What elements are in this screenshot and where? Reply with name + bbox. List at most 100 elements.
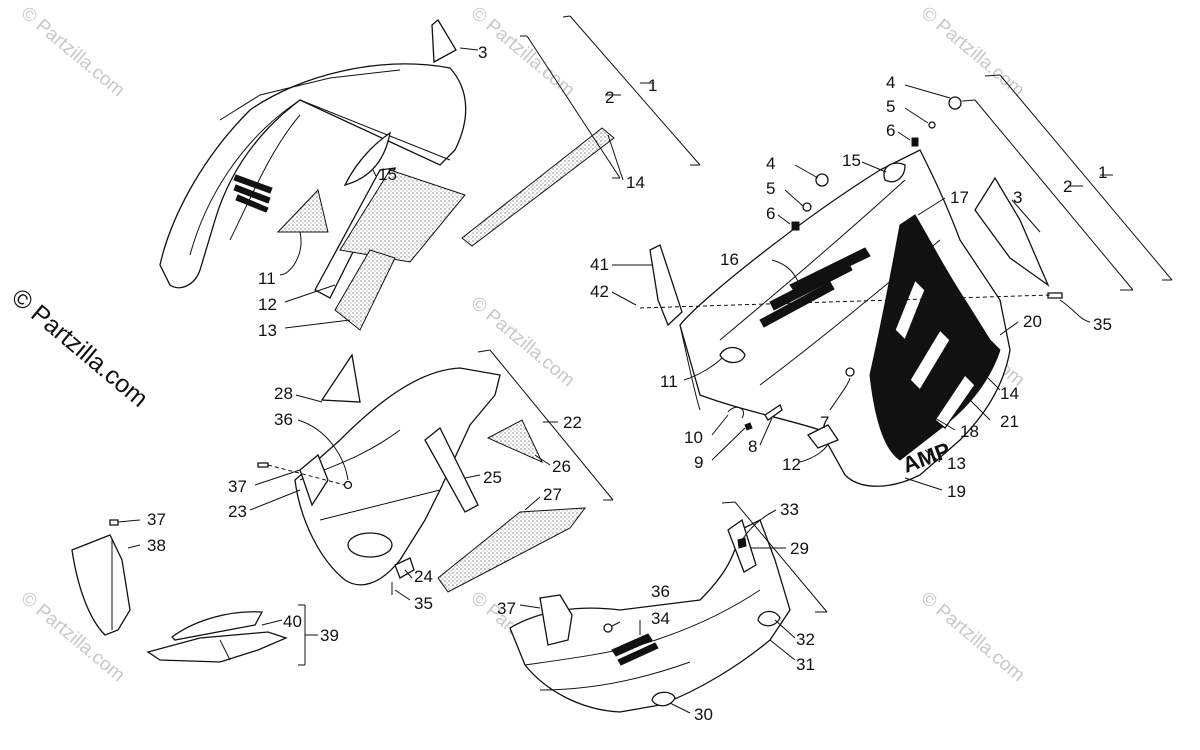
part-24-bracket	[394, 557, 415, 579]
part-15-tab	[883, 162, 906, 183]
part-10-clip	[727, 406, 744, 419]
callout-label: 1	[648, 76, 657, 95]
callout-label: 40	[283, 612, 302, 631]
part-4-fastener-mid	[815, 173, 829, 187]
watermark-tile: © Partzilla.com	[17, 3, 129, 101]
callout-label: 13	[258, 321, 277, 340]
part-4-fastener	[948, 96, 962, 110]
watermark-side: © Partzilla.com	[6, 283, 153, 413]
callout-labels: 3 2 1 15 14 11 12 13 4 5 6 4 5 6 15 17 3…	[147, 43, 1112, 724]
part-39-plate	[146, 631, 288, 663]
callout-label: 14	[1000, 384, 1019, 403]
callout-label: 37	[228, 477, 247, 496]
callout-label: 32	[796, 630, 815, 649]
part-35-screw	[1047, 292, 1063, 299]
callout-label: 1	[1098, 163, 1107, 182]
part-11-foam	[276, 188, 329, 233]
callout-label: 5	[886, 97, 895, 116]
part-23-bracket	[299, 453, 329, 507]
part-26-foam	[486, 419, 544, 464]
part-9-pin	[744, 422, 753, 431]
callout-label: 26	[552, 457, 571, 476]
callout-label: 38	[147, 536, 166, 555]
callout-label: 2	[1063, 177, 1072, 196]
callout-label: 3	[1013, 188, 1022, 207]
callout-label: 41	[590, 255, 609, 274]
part-27-foam	[437, 507, 587, 593]
part-36-nut-low	[603, 623, 613, 633]
callout-label: 3	[478, 43, 487, 62]
callout-label: 8	[748, 437, 757, 456]
part-28-shield	[320, 353, 361, 403]
callout-label: 13	[947, 454, 966, 473]
watermark-tile: © Partzilla.com	[917, 3, 1029, 101]
callout-label: 37	[497, 599, 516, 618]
callout-label: 2	[605, 88, 614, 107]
callout-label: 19	[947, 482, 966, 501]
part-41-plate	[649, 244, 683, 327]
small-brackets-assembly	[71, 519, 318, 666]
belly-pan-hole	[347, 532, 393, 558]
callout-label: 42	[590, 282, 609, 301]
part-25-bar	[424, 426, 479, 513]
callout-label: 22	[563, 413, 582, 432]
callout-label: 6	[886, 121, 895, 140]
belly-pan-assembly	[249, 349, 614, 601]
part-7-grommet	[845, 367, 855, 377]
callout-label: 27	[543, 485, 562, 504]
callout-label: 39	[320, 626, 339, 645]
part-37-screw	[257, 462, 269, 468]
callout-label: 10	[684, 428, 703, 447]
callout-label: 35	[1093, 315, 1112, 334]
part-14-strip	[461, 127, 615, 247]
callout-label: 11	[660, 372, 678, 391]
part-5-washer-mid	[802, 202, 812, 212]
callout-label: 18	[960, 422, 979, 441]
callout-label: 36	[651, 582, 670, 601]
hood-shell	[159, 63, 467, 289]
callout-label: 28	[274, 384, 293, 403]
callout-label: 15	[842, 151, 861, 170]
part-5-washer	[928, 121, 936, 129]
callout-label: 16	[720, 250, 739, 269]
part-3-tab	[431, 19, 457, 64]
callout-label: 11	[258, 269, 276, 288]
callout-label: 17	[950, 188, 969, 207]
callout-label: 21	[1000, 412, 1019, 431]
part-13-foam	[334, 249, 396, 331]
callout-label: 25	[483, 468, 502, 487]
callout-label: 37	[147, 510, 166, 529]
part-15-fin	[343, 131, 391, 187]
callout-label: 5	[766, 179, 775, 198]
part-37-bracket-low	[539, 594, 573, 646]
callout-label: 12	[782, 455, 801, 474]
callout-label: 34	[651, 609, 670, 628]
callout-label: 4	[886, 73, 895, 92]
part-38-bracket	[71, 534, 131, 636]
lower-bumper-assembly	[509, 501, 828, 714]
watermark-tile: © Partzilla.com	[917, 588, 1029, 686]
part-6-pin	[911, 137, 919, 147]
part-40-plate	[171, 611, 264, 641]
callout-label: 20	[1023, 312, 1042, 331]
part-8-screw	[764, 404, 783, 421]
callout-label: 15	[378, 165, 397, 184]
callout-label: 31	[796, 655, 815, 674]
part-6-pin-mid	[791, 221, 800, 231]
callout-label: 30	[694, 705, 713, 724]
callout-label: 6	[766, 204, 775, 223]
callout-label: 36	[274, 410, 293, 429]
callout-label: 7	[820, 413, 829, 432]
side-panel-assembly-right: AMP	[611, 74, 1173, 491]
part-12-block	[807, 424, 839, 449]
hood-assembly-left	[159, 15, 701, 331]
part-3-panel	[974, 176, 1050, 287]
callout-label: 9	[694, 453, 703, 472]
callout-label: 12	[258, 295, 277, 314]
part-30-pad	[651, 691, 676, 707]
part-11-tab	[719, 346, 746, 364]
part-36-nut	[343, 480, 353, 490]
callout-label: 23	[228, 502, 247, 521]
